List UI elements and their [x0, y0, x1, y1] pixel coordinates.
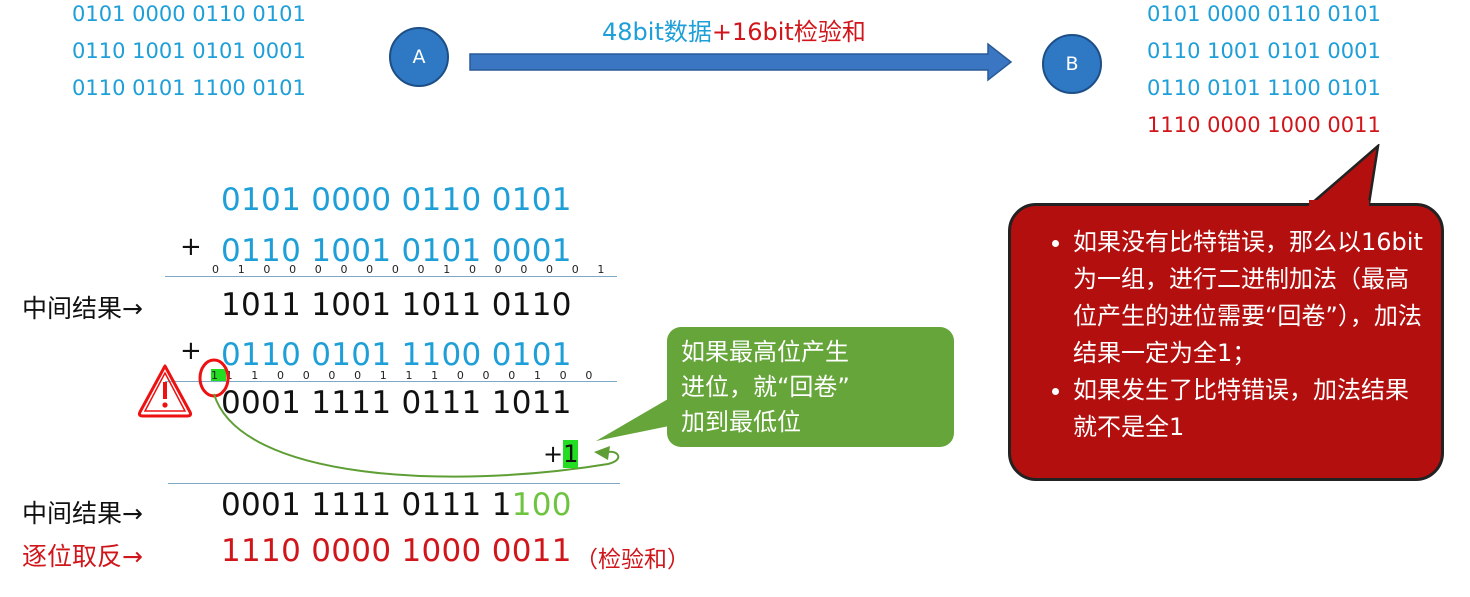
intermediate-2-suffix: 100: [511, 487, 572, 523]
calc-intermediate-1: 1011 1001 1011 0110: [221, 287, 572, 323]
calc-carry-row-2: 11 1 0 0 0 0 1 1 1 0 0 0 1 0 0: [211, 369, 600, 382]
calc-row-1: 0101 0000 0110 0101: [221, 182, 572, 218]
red-callout-bullet-2: 如果发生了比特错误，加法结果就不是全1: [1073, 372, 1427, 446]
sender-line-3: 0110 0101 1100 0101: [72, 76, 306, 100]
receiver-line-2: 0110 1001 0101 0001: [1147, 39, 1381, 63]
calc-intermediate-2: 0001 1111 0111 1100: [221, 487, 572, 523]
receiver-line-1: 0101 0000 0110 0101: [1147, 2, 1381, 26]
calc-plus-2: +: [180, 336, 203, 366]
transfer-checksum-part: 16bit检验和: [731, 18, 866, 46]
carry-overflow-bit: 1: [211, 369, 226, 382]
sender-line-2: 0110 1001 0101 0001: [72, 39, 306, 63]
green-callout: 如果最高位产生 进位，就“回卷” 加到最低位: [667, 327, 954, 447]
wraparound-plus: +: [543, 440, 564, 468]
calc-divider-1: [165, 276, 617, 277]
red-callout-list: 如果没有比特错误，那么以16bit为一组，进行二进制加法（最高位产生的进位需要“…: [1033, 224, 1427, 446]
transfer-data-part: 48bit数据: [602, 18, 712, 46]
transfer-plus: +: [711, 18, 732, 46]
receiver-checksum-line: 1110 0000 1000 0011: [1147, 113, 1381, 137]
calc-divider-2: [165, 381, 617, 382]
calc-plus-1: +: [180, 232, 203, 262]
red-callout: 如果没有比特错误，那么以16bit为一组，进行二进制加法（最高位产生的进位需要“…: [1008, 203, 1444, 481]
calc-row-3: 0110 0101 1100 0101: [221, 337, 572, 373]
label-intermediate-2: 中间结果→: [22, 499, 143, 528]
wraparound-curve: [213, 393, 620, 478]
sender-line-1: 0101 0000 0110 0101: [72, 2, 306, 26]
receiver-line-3: 0110 0101 1100 0101: [1147, 76, 1381, 100]
intermediate-2-prefix: 0001 1111 0111 1: [221, 487, 512, 523]
red-callout-pointer-mask: [1309, 200, 1369, 209]
calc-row-2: 0110 1001 0101 0001: [221, 233, 572, 269]
green-callout-line-2: 进位，就“回卷”: [681, 373, 850, 401]
red-callout-bullet-1: 如果没有比特错误，那么以16bit为一组，进行二进制加法（最高位产生的进位需要“…: [1073, 224, 1427, 372]
calc-divider-3: [168, 483, 620, 484]
warning-triangle-icon: [137, 364, 193, 418]
green-callout-line-1: 如果最高位产生: [681, 338, 849, 366]
node-b: B: [1042, 34, 1102, 94]
calc-sum-2: 0001 1111 0111 1011: [221, 385, 572, 421]
calc-result-note: （检验和）: [575, 547, 690, 573]
green-callout-pointer: [596, 399, 674, 441]
calc-result: 1110 0000 1000 0011: [221, 533, 572, 569]
node-a: A: [389, 27, 449, 87]
green-callout-line-3: 加到最低位: [681, 408, 801, 436]
label-intermediate-1: 中间结果→: [22, 294, 143, 323]
transfer-label: 48bit数据+16bit检验和: [602, 12, 866, 47]
calc-carry-row-1: 0 1 0 0 0 0 0 0 0 1 0 0 0 0 0 1: [212, 263, 613, 276]
wraparound-one: 1: [563, 440, 579, 468]
wraparound-add: +1: [543, 440, 579, 468]
label-invert: 逐位取反→: [22, 542, 143, 571]
transfer-arrow: [469, 42, 1013, 82]
